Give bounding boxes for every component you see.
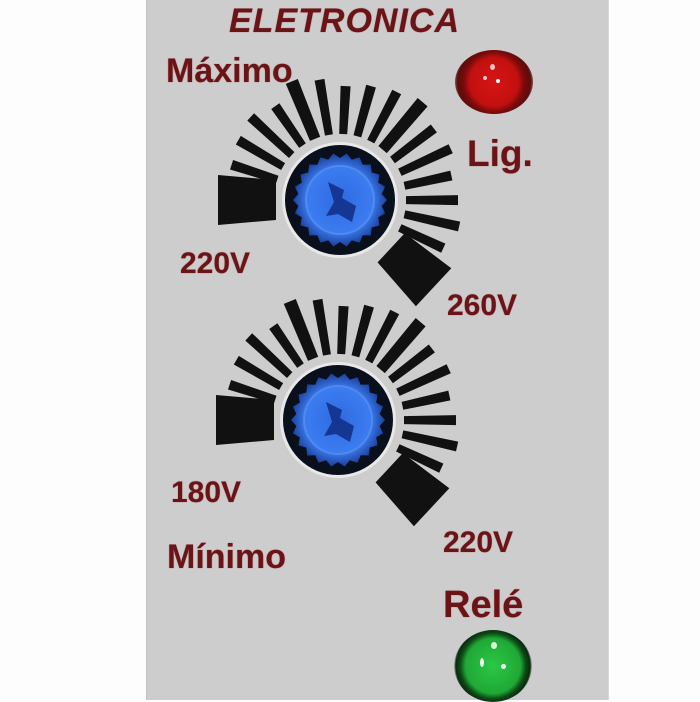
max-dial-min-label: 220V — [180, 247, 251, 280]
min-dial-knob[interactable] — [280, 362, 396, 478]
relay-led-label: Relé — [443, 584, 524, 626]
adjustment-knob-icon — [324, 402, 354, 442]
max-dial-max-label: 260V — [447, 289, 518, 322]
min-dial-max-label: 220V — [443, 526, 514, 559]
max-dial-scale — [218, 78, 461, 307]
relay-led-icon — [454, 630, 532, 702]
adjustment-knob-icon — [326, 182, 356, 222]
max-dial-title: Máximo — [166, 52, 293, 90]
power-led-icon — [455, 50, 533, 114]
min-dial-title: Mínimo — [167, 538, 286, 576]
min-dial-scale — [216, 298, 459, 527]
power-led-label: Lig. — [467, 133, 533, 174]
min-dial-min-label: 180V — [171, 476, 242, 509]
brand-label: ELETRONICA — [229, 2, 460, 40]
max-dial-knob[interactable] — [282, 142, 398, 258]
